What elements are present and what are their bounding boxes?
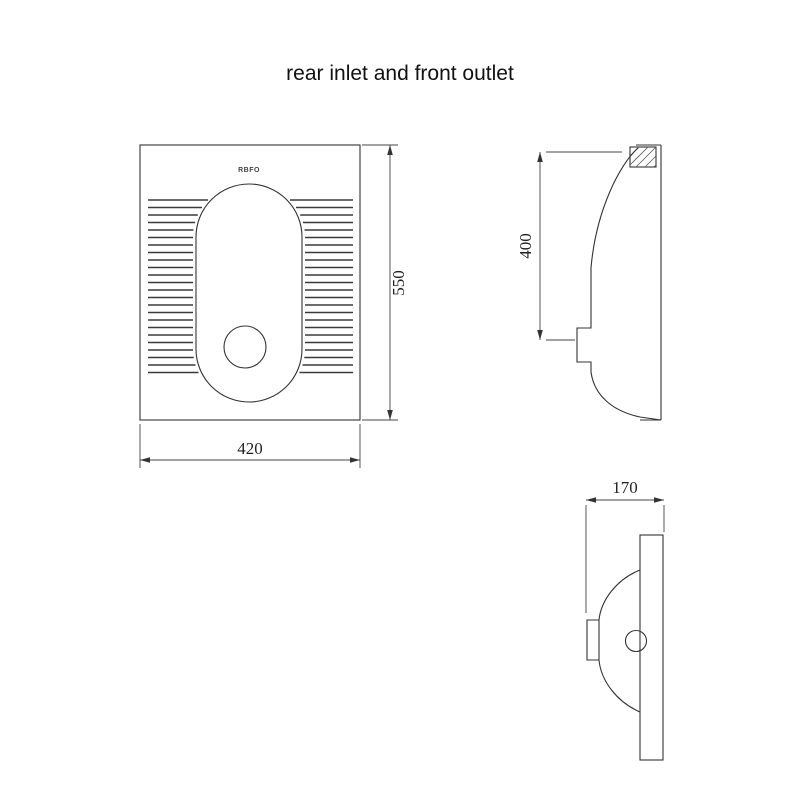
arrowhead-up [387, 145, 393, 155]
side-view: 400 [516, 144, 662, 421]
dim-depth-label: 400 [516, 233, 535, 259]
arrowhead-left [586, 497, 596, 503]
arrowhead-down [537, 330, 543, 340]
arrowhead-down [387, 410, 393, 420]
arrowhead-right [350, 457, 360, 463]
front-outlet-hole [624, 629, 648, 653]
dim-outlet-label: 170 [612, 478, 638, 497]
drain-hole [223, 325, 267, 369]
dimension-outlet-width: 170 [585, 478, 665, 613]
front-outlet-stub [586, 619, 599, 661]
plan-view: RBFO 550 420 [139, 144, 408, 468]
arrowhead-up [537, 152, 543, 162]
front-plate [639, 534, 664, 761]
side-profile [576, 147, 662, 421]
arrowhead-left [140, 457, 150, 463]
dimension-width: 420 [139, 424, 361, 468]
dimension-height: 550 [362, 144, 408, 421]
front-body-bulge [598, 569, 641, 713]
rear-inlet-spud [629, 146, 657, 168]
pan-body-outline [139, 144, 361, 421]
dimension-depth: 400 [516, 151, 622, 341]
brand-logo: RBFO [238, 167, 260, 174]
dim-width-label: 420 [237, 439, 263, 458]
front-view: 170 [585, 478, 665, 761]
anti-slip-ribs [148, 199, 353, 374]
drawing-title: rear inlet and front outlet [286, 62, 514, 85]
arrowhead-right [654, 497, 664, 503]
dim-height-label: 550 [389, 270, 408, 296]
bowl-oval [195, 183, 303, 403]
